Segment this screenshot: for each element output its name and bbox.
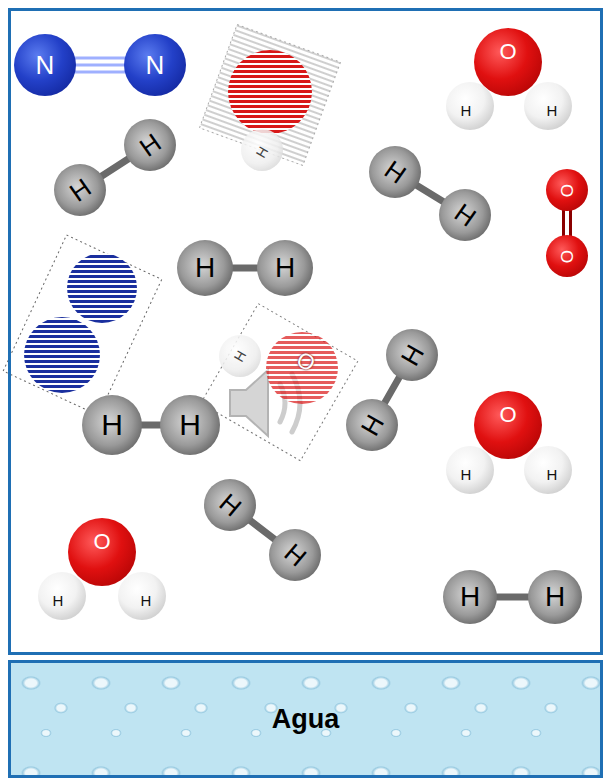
atom-symbol: H xyxy=(356,410,388,439)
faded-frame xyxy=(201,304,358,461)
atom: H xyxy=(386,329,438,381)
atom: H xyxy=(257,240,313,296)
atom-symbol: H xyxy=(396,340,428,369)
atom-symbol: H xyxy=(179,410,201,440)
atom-symbol: H xyxy=(547,103,558,118)
atom-symbol: H xyxy=(135,129,165,161)
atom-symbol: H xyxy=(65,174,95,206)
atom: O xyxy=(474,391,542,459)
atom: O xyxy=(266,332,338,404)
atom-symbol: H xyxy=(195,254,215,282)
atom: H xyxy=(528,570,582,624)
atom-symbol: H xyxy=(450,199,480,231)
atom: H xyxy=(204,479,256,531)
water-band: Agua xyxy=(8,660,603,778)
faded-nitrogen xyxy=(3,235,162,415)
atom-symbol: O xyxy=(93,531,110,553)
atom: H xyxy=(177,240,233,296)
bond-line xyxy=(70,71,130,74)
atom-symbol: H xyxy=(460,583,480,611)
atom-symbol: H xyxy=(275,254,295,282)
atom-symbol: H xyxy=(231,348,248,364)
atom-symbol: H xyxy=(380,156,410,188)
atom: O xyxy=(546,235,588,277)
atom: H xyxy=(241,129,283,171)
atom: H xyxy=(118,572,166,620)
atom: H xyxy=(346,399,398,451)
atom-symbol: H xyxy=(101,410,123,440)
atom-symbol: H xyxy=(545,583,565,611)
atom-symbol: O xyxy=(558,183,575,196)
atom: H xyxy=(446,446,494,494)
atom: H xyxy=(369,146,421,198)
atom-symbol: O xyxy=(499,41,516,63)
atom-symbol: H xyxy=(214,489,245,521)
atom-symbol: N xyxy=(36,52,55,78)
atom: O xyxy=(546,169,588,211)
atom: H xyxy=(124,119,176,171)
atom-symbol: O xyxy=(558,249,575,262)
atom: H xyxy=(443,570,497,624)
atom: H xyxy=(269,529,321,581)
atom: H xyxy=(160,395,220,455)
atom-symbol: H xyxy=(461,103,472,118)
atom-symbol: H xyxy=(53,593,64,608)
atom: N xyxy=(14,34,76,96)
atom: H xyxy=(82,395,142,455)
bond-line xyxy=(70,57,130,60)
atom: H xyxy=(439,189,491,241)
bond xyxy=(70,58,130,72)
atom: N xyxy=(124,34,186,96)
atom-symbol: H xyxy=(253,144,270,160)
atom: H xyxy=(446,82,494,130)
atom: O xyxy=(68,518,136,586)
atom-symbol: O xyxy=(293,348,319,376)
atom: H xyxy=(38,572,86,620)
atom: H xyxy=(54,164,106,216)
atom: H xyxy=(524,82,572,130)
bond-line xyxy=(70,64,130,67)
atom-symbol: H xyxy=(141,593,152,608)
atom-symbol: H xyxy=(461,467,472,482)
atom: H xyxy=(219,335,261,377)
atom-symbol: O xyxy=(499,404,516,426)
atom-symbol: H xyxy=(547,467,558,482)
atom-symbol: H xyxy=(279,539,310,571)
band-title: Agua xyxy=(272,704,340,735)
atom: H xyxy=(524,446,572,494)
atom-symbol: N xyxy=(146,52,165,78)
